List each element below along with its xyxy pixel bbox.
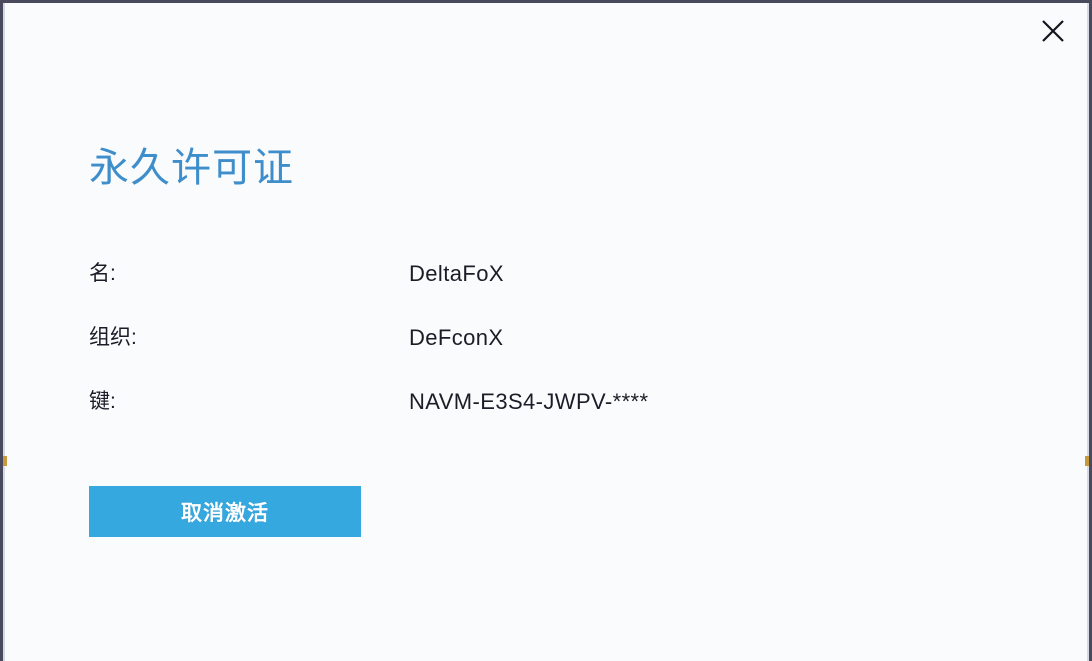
close-button[interactable]	[1034, 12, 1072, 50]
deactivate-button[interactable]: 取消激活	[89, 486, 361, 537]
key-label: 键:	[89, 390, 116, 413]
left-edge-marker	[3, 456, 7, 466]
table-row: 组织: DeFconX	[89, 325, 709, 389]
page-title: 永久许可证	[89, 146, 294, 190]
license-info-table: 名: DeltaFoX 组织: DeFconX 键: NAVM-E3S4-JWP…	[89, 261, 709, 453]
key-value: NAVM-E3S4-JWPV-****	[409, 389, 649, 414]
window-border-left	[3, 3, 5, 661]
organization-label: 组织:	[89, 326, 137, 349]
close-icon	[1040, 18, 1066, 44]
table-row: 名: DeltaFoX	[89, 261, 709, 325]
organization-value: DeFconX	[409, 325, 504, 350]
right-edge-marker	[1085, 456, 1089, 466]
name-label: 名:	[89, 262, 116, 285]
window-border-right	[1087, 3, 1089, 661]
name-value: DeltaFoX	[409, 261, 504, 286]
dialog-content: 永久许可证 名: DeltaFoX 组织: DeFconX 键: NAVM-E3…	[89, 3, 1089, 661]
table-row: 键: NAVM-E3S4-JWPV-****	[89, 389, 709, 453]
